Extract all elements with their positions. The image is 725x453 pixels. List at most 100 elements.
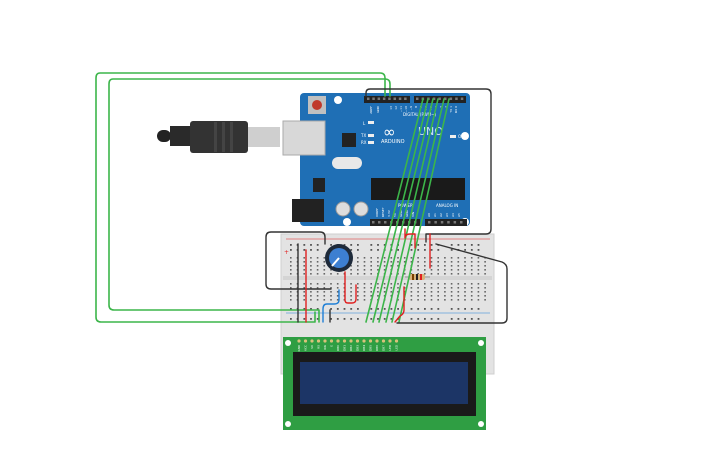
header-pin[interactable] bbox=[460, 221, 463, 224]
terminal-hole[interactable] bbox=[464, 265, 466, 267]
terminal-hole[interactable] bbox=[450, 257, 453, 259]
terminal-hole[interactable] bbox=[477, 291, 480, 293]
terminal-hole[interactable] bbox=[450, 283, 453, 285]
wire-green[interactable] bbox=[385, 98, 439, 323]
terminal-hole[interactable] bbox=[390, 265, 393, 267]
terminal-hole[interactable] bbox=[330, 291, 332, 293]
terminal-hole[interactable] bbox=[410, 261, 413, 263]
rail-hole[interactable] bbox=[303, 244, 306, 246]
terminal-hole[interactable] bbox=[430, 265, 433, 267]
rail-hole[interactable] bbox=[330, 308, 332, 310]
rail-hole[interactable] bbox=[343, 244, 346, 246]
terminal-hole[interactable] bbox=[310, 283, 312, 285]
terminal-hole[interactable] bbox=[470, 273, 473, 275]
terminal-hole[interactable] bbox=[310, 261, 312, 263]
terminal-hole[interactable] bbox=[377, 287, 379, 289]
terminal-hole[interactable] bbox=[377, 257, 379, 259]
rail-hole[interactable] bbox=[437, 249, 440, 251]
terminal-hole[interactable] bbox=[450, 287, 453, 289]
rail-hole[interactable] bbox=[290, 249, 292, 251]
terminal-hole[interactable] bbox=[457, 291, 460, 293]
lcd-pin[interactable] bbox=[297, 339, 301, 343]
terminal-hole[interactable] bbox=[310, 265, 312, 267]
terminal-hole[interactable] bbox=[383, 261, 386, 263]
terminal-hole[interactable] bbox=[357, 257, 359, 259]
terminal-hole[interactable] bbox=[424, 257, 426, 259]
terminal-hole[interactable] bbox=[316, 269, 319, 271]
terminal-hole[interactable] bbox=[303, 287, 305, 289]
terminal-hole[interactable] bbox=[403, 291, 406, 293]
terminal-hole[interactable] bbox=[316, 295, 319, 297]
terminal-hole[interactable] bbox=[457, 299, 460, 301]
terminal-hole[interactable] bbox=[430, 269, 433, 271]
terminal-hole[interactable] bbox=[424, 261, 426, 263]
lcd-pin[interactable] bbox=[323, 339, 327, 343]
terminal-hole[interactable] bbox=[437, 283, 439, 285]
terminal-hole[interactable] bbox=[417, 299, 419, 301]
wire-green[interactable] bbox=[391, 98, 445, 323]
rail-hole[interactable] bbox=[310, 308, 312, 310]
rail-hole[interactable] bbox=[410, 308, 413, 310]
terminal-hole[interactable] bbox=[450, 299, 453, 301]
terminal-hole[interactable] bbox=[424, 283, 426, 285]
terminal-hole[interactable] bbox=[303, 269, 305, 271]
rail-hole[interactable] bbox=[290, 244, 292, 246]
terminal-hole[interactable] bbox=[470, 283, 473, 285]
terminal-hole[interactable] bbox=[310, 257, 312, 259]
terminal-hole[interactable] bbox=[403, 261, 406, 263]
terminal-hole[interactable] bbox=[403, 273, 406, 275]
terminal-hole[interactable] bbox=[323, 257, 326, 259]
terminal-hole[interactable] bbox=[464, 299, 466, 301]
terminal-hole[interactable] bbox=[424, 269, 426, 271]
rail-hole[interactable] bbox=[437, 308, 440, 310]
rail-hole[interactable] bbox=[357, 308, 359, 310]
rail-hole[interactable] bbox=[357, 249, 359, 251]
terminal-hole[interactable] bbox=[330, 273, 332, 275]
lcd-pin[interactable] bbox=[316, 339, 321, 343]
terminal-hole[interactable] bbox=[444, 287, 446, 289]
potentiometer[interactable] bbox=[325, 244, 353, 272]
terminal-hole[interactable] bbox=[377, 295, 379, 297]
terminal-hole[interactable] bbox=[330, 283, 332, 285]
terminal-hole[interactable] bbox=[410, 295, 413, 297]
rail-hole[interactable] bbox=[424, 318, 426, 320]
rail-hole[interactable] bbox=[430, 308, 433, 310]
terminal-hole[interactable] bbox=[484, 265, 486, 267]
terminal-hole[interactable] bbox=[457, 261, 460, 263]
terminal-hole[interactable] bbox=[357, 295, 359, 297]
rail-hole[interactable] bbox=[457, 318, 460, 320]
terminal-hole[interactable] bbox=[370, 265, 372, 267]
terminal-hole[interactable] bbox=[430, 261, 433, 263]
rail-hole[interactable] bbox=[310, 244, 312, 246]
terminal-hole[interactable] bbox=[457, 269, 460, 271]
terminal-hole[interactable] bbox=[417, 283, 419, 285]
rail-hole[interactable] bbox=[303, 249, 306, 251]
terminal-hole[interactable] bbox=[484, 269, 486, 271]
wire-red[interactable] bbox=[394, 286, 405, 323]
terminal-hole[interactable] bbox=[316, 291, 319, 293]
wire-red[interactable] bbox=[404, 228, 416, 249]
rail-hole[interactable] bbox=[450, 308, 453, 310]
header-pin[interactable] bbox=[388, 97, 391, 101]
terminal-hole[interactable] bbox=[290, 291, 292, 293]
terminal-hole[interactable] bbox=[357, 291, 359, 293]
rail-hole[interactable] bbox=[383, 308, 386, 310]
terminal-hole[interactable] bbox=[370, 273, 372, 275]
terminal-hole[interactable] bbox=[330, 287, 332, 289]
rail-hole[interactable] bbox=[316, 244, 319, 246]
terminal-hole[interactable] bbox=[377, 291, 379, 293]
rail-hole[interactable] bbox=[424, 249, 426, 251]
terminal-hole[interactable] bbox=[430, 257, 433, 259]
rail-hole[interactable] bbox=[397, 308, 399, 310]
lcd-pin[interactable] bbox=[368, 339, 373, 343]
lcd-pin[interactable] bbox=[355, 339, 360, 343]
header-pin[interactable] bbox=[432, 97, 436, 101]
rail-hole[interactable] bbox=[410, 249, 413, 251]
terminal-hole[interactable] bbox=[477, 287, 480, 289]
terminal-hole[interactable] bbox=[377, 265, 379, 267]
terminal-hole[interactable] bbox=[357, 261, 359, 263]
header-pin[interactable] bbox=[404, 97, 407, 101]
rail-hole[interactable] bbox=[457, 308, 460, 310]
terminal-hole[interactable] bbox=[290, 273, 292, 275]
terminal-hole[interactable] bbox=[363, 269, 366, 271]
